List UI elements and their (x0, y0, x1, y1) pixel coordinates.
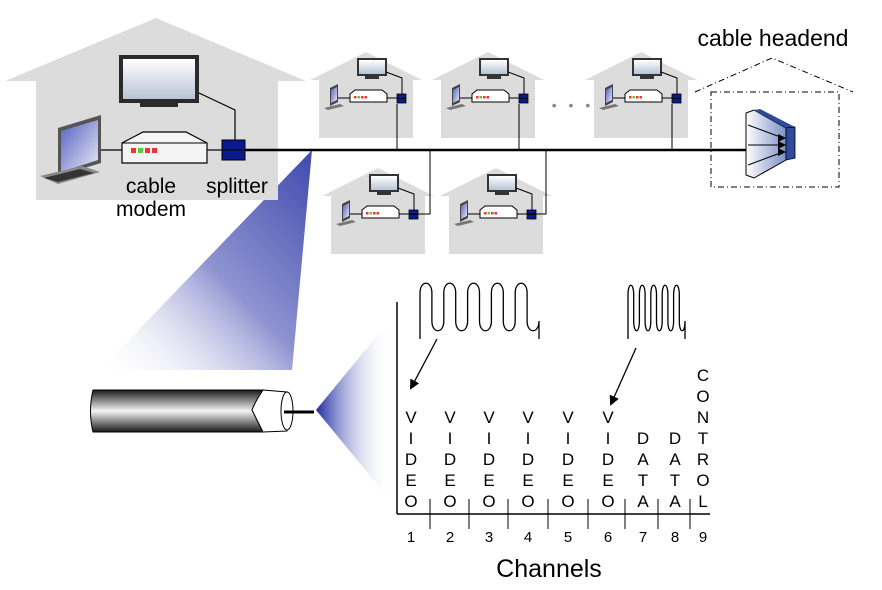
channel-type-letter: I (487, 429, 492, 448)
low-frequency-wave (419, 282, 540, 339)
channel-type-letter: E (444, 471, 455, 490)
more-houses-ellipsis: • • • (552, 97, 594, 113)
channel-type-letter: I (526, 429, 531, 448)
channel-type-letter: I (566, 429, 571, 448)
cable-modem-label-2: modem (116, 198, 186, 221)
channel-type-letter: E (483, 471, 494, 490)
channel-type-letter: O (601, 492, 614, 511)
channel-type-letter: O (521, 492, 534, 511)
channels-axis-label: Channels (496, 555, 602, 583)
channel-type-letter: V (522, 408, 534, 427)
channel-number: 7 (639, 529, 647, 546)
arrow-to-channel-6 (609, 347, 637, 406)
headend-router-icon (745, 109, 796, 179)
channel-type-letter: O (696, 387, 709, 406)
channel-type-letter: T (638, 471, 648, 490)
channel-type-letter: I (448, 429, 453, 448)
channel-type-letter: O (404, 492, 417, 511)
neighbor-house (309, 51, 423, 139)
channel-type-letter: E (602, 471, 613, 490)
channel-number: 3 (485, 529, 493, 546)
channel-type-letter: D (483, 450, 495, 469)
channel-type-letter: A (669, 450, 681, 469)
channel-chart: VIDEO1VIDEO2VIDEO3VIDEO4VIDEO5VIDEO6DATA… (396, 282, 710, 583)
channel-type-letter: O (443, 492, 456, 511)
channel-type-letter: V (483, 408, 495, 427)
channel-type-letter: V (562, 408, 574, 427)
channel-type-letter: D (637, 429, 649, 448)
channel-type-letter: E (522, 471, 533, 490)
channel-type-letter: C (697, 366, 709, 385)
channel-type-letter: T (670, 471, 680, 490)
neighbor-house (321, 167, 435, 255)
channel-type-letter: A (669, 492, 681, 511)
neighbor-house (439, 167, 553, 255)
channel-type-letter: E (405, 471, 416, 490)
channel-type-letter: D (522, 450, 534, 469)
channel-type-letter: O (561, 492, 574, 511)
channel-type-letter: N (697, 408, 709, 427)
channel-number: 5 (564, 529, 572, 546)
channel-number: 1 (407, 529, 415, 546)
channel-type-letter: T (698, 429, 708, 448)
neighbor-house (584, 51, 698, 139)
channel-number: 8 (671, 529, 679, 546)
cable-headend: cable headend (694, 25, 854, 188)
channel-type-letter: O (482, 492, 495, 511)
zoom-fan-upper (100, 150, 312, 370)
channel-number: 2 (446, 529, 454, 546)
coax-cable-icon (90, 389, 314, 433)
channel-type-letter: D (405, 450, 417, 469)
channel-number: 6 (604, 529, 612, 546)
high-frequency-wave (627, 284, 686, 339)
splitter-icon (221, 139, 246, 161)
channel-type-letter: A (637, 492, 649, 511)
channel-type-letter: I (409, 429, 414, 448)
channel-type-letter: I (606, 429, 611, 448)
zoom-fan-right (316, 320, 390, 500)
channel-type-letter: V (405, 408, 417, 427)
channel-type-letter: D (669, 429, 681, 448)
computer-icon (40, 115, 101, 184)
channel-type-letter: O (696, 471, 709, 490)
channel-type-letter: V (602, 408, 614, 427)
splitter-label: splitter (206, 175, 268, 198)
home-house: cable modem splitter (5, 18, 306, 221)
channel-type-letter: A (637, 450, 649, 469)
channel-type-letter: V (444, 408, 456, 427)
channel-type-letter: L (698, 492, 707, 511)
channel-type-letter: D (444, 450, 456, 469)
tv-icon (119, 55, 199, 107)
channel-type-letter: R (697, 450, 709, 469)
neighbor-house (431, 51, 545, 139)
arrow-to-channel-1 (410, 338, 438, 390)
channel-type-letter: D (602, 450, 614, 469)
cable-headend-label: cable headend (698, 25, 849, 51)
channel-number: 9 (699, 529, 707, 546)
channel-type-letter: E (562, 471, 573, 490)
cable-modem-label: cable (126, 175, 176, 198)
channel-number: 4 (524, 529, 532, 546)
channel-type-letter: D (562, 450, 574, 469)
cable-modem-icon (121, 131, 208, 164)
